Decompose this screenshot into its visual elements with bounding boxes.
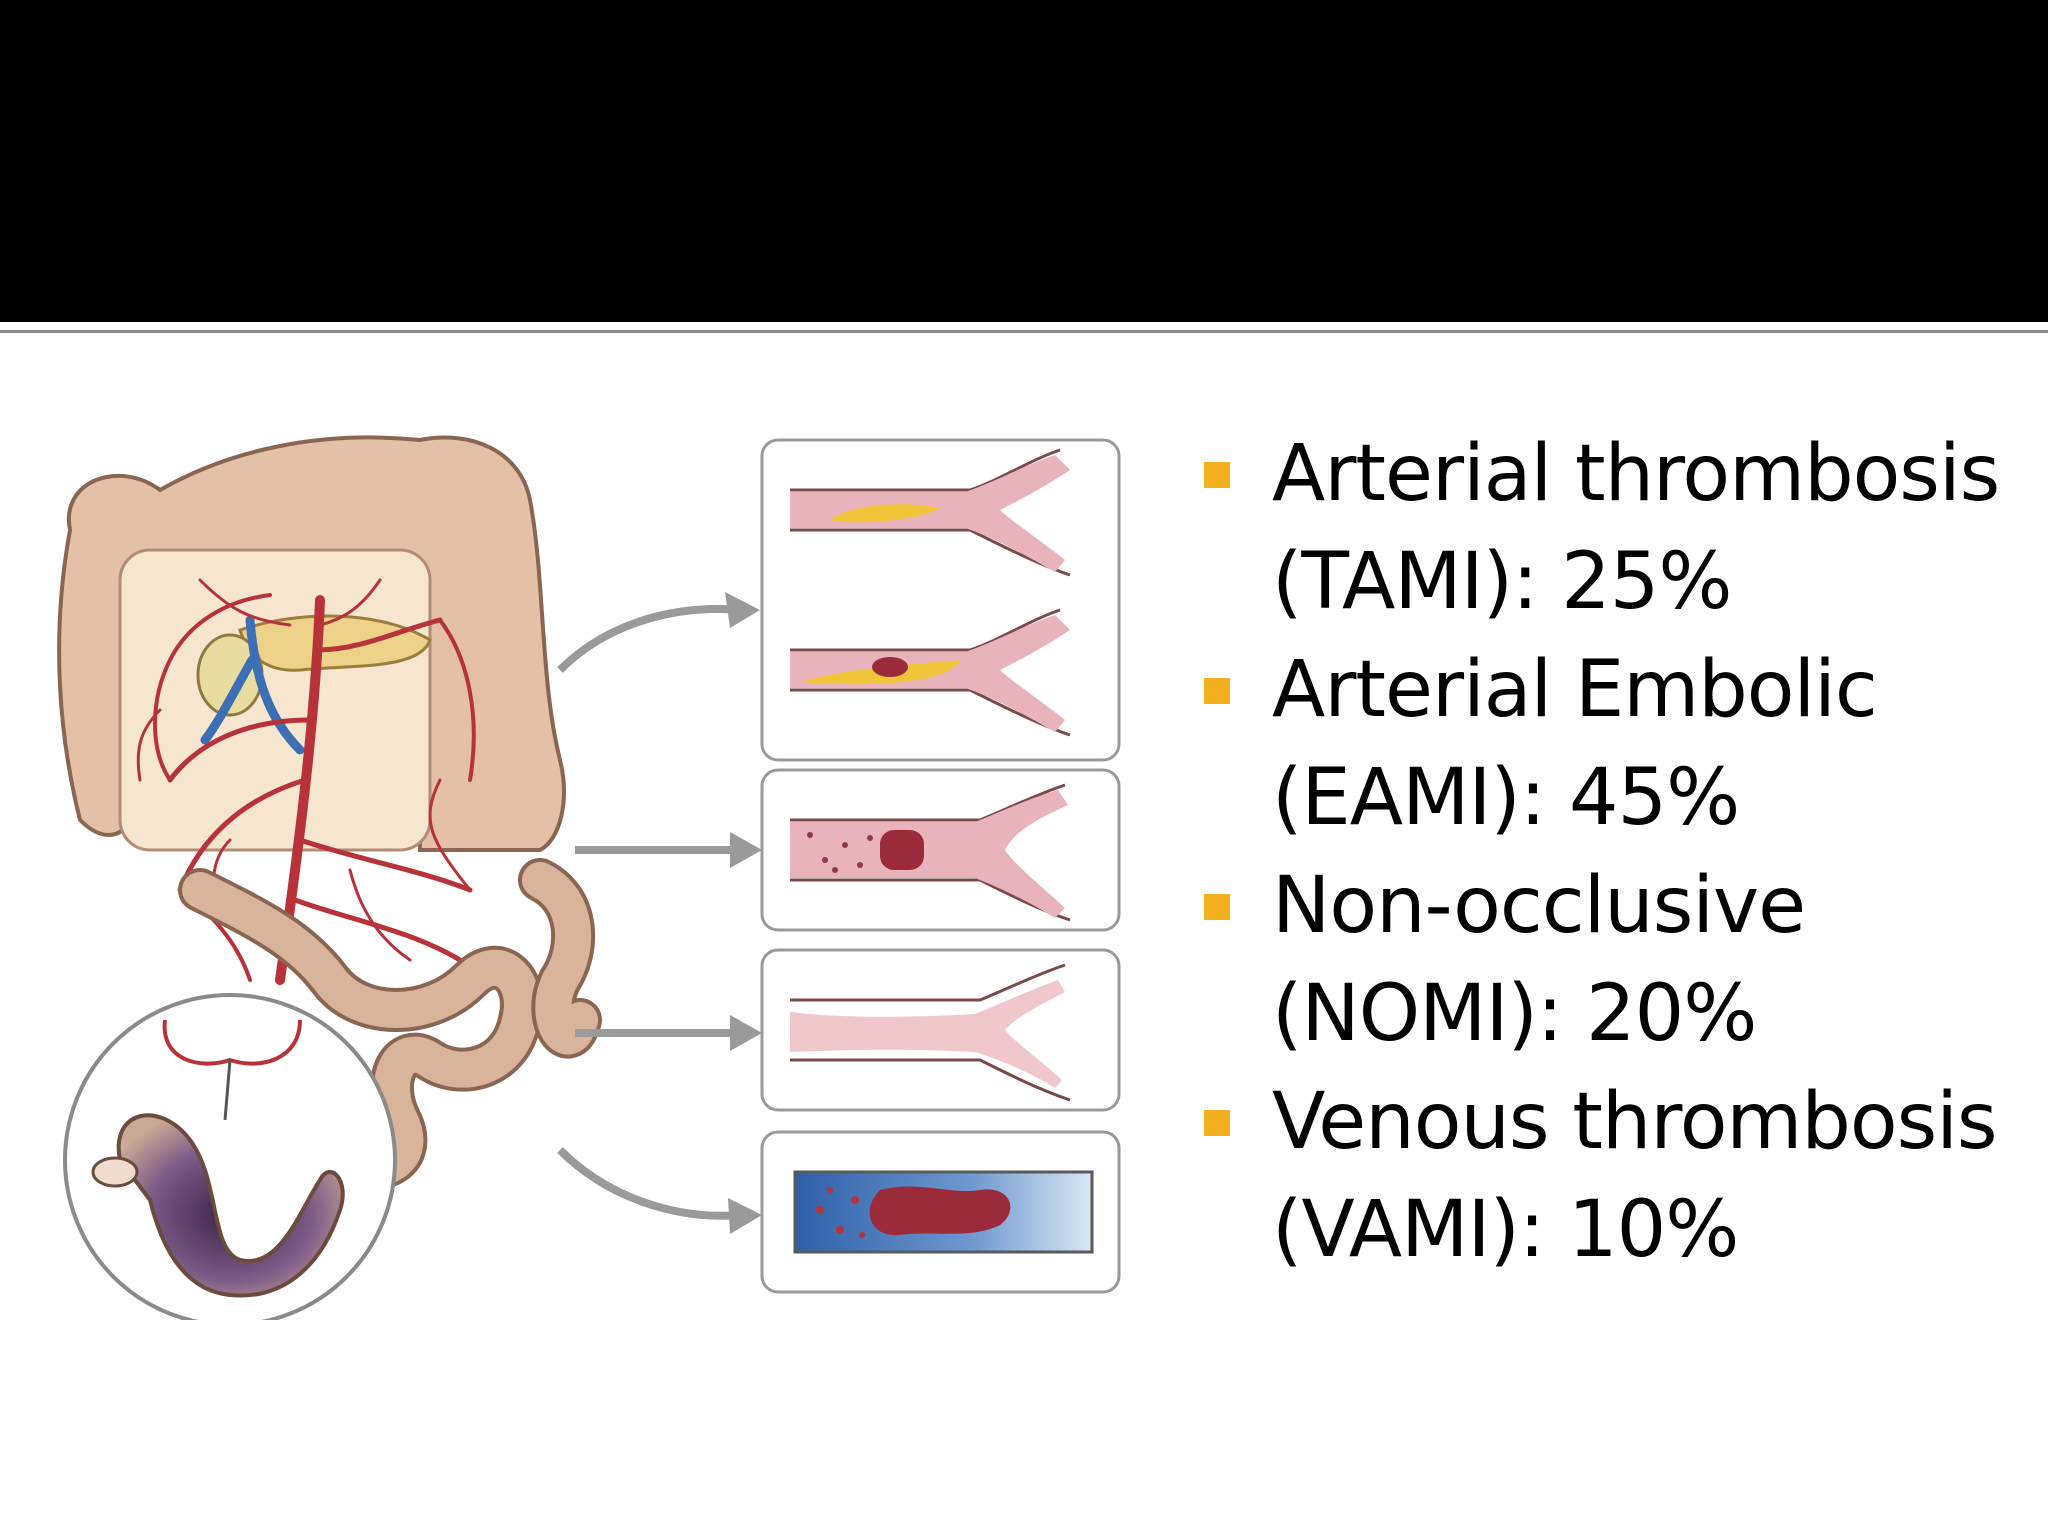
mesenteric-vein	[200, 615, 305, 755]
bullet-marker	[1204, 1110, 1230, 1136]
pancreas	[196, 614, 432, 717]
bullet-line-2: (EAMI): 45%	[1272, 753, 1740, 843]
list-item: Venous thrombosis (VAMI): 10%	[1196, 1068, 2036, 1284]
bullet-line-2: (VAMI): 10%	[1272, 1185, 1739, 1275]
list-item: Arterial thrombosis (TAMI): 25%	[1196, 420, 2036, 636]
bullet-line-2: (NOMI): 20%	[1272, 969, 1757, 1059]
bullet-line-2: (TAMI): 25%	[1272, 537, 1733, 627]
small-bowel-loops	[178, 858, 602, 1190]
ischemia-types-list: Arterial thrombosis (TAMI): 25% Arterial…	[1196, 420, 2036, 1284]
panel-arterial-embolic	[760, 768, 1121, 932]
mesenteric-ischemia-illustration	[57, 435, 1121, 1320]
panel-non-occlusive	[760, 948, 1121, 1112]
bullet-marker	[1204, 894, 1230, 920]
panel-arterial-thrombosis	[760, 438, 1121, 762]
header-divider	[0, 330, 2048, 333]
pointer-arrows	[557, 605, 741, 1220]
bullet-line-1: Arterial Embolic	[1272, 645, 1878, 735]
bullet-line-1: Non-occlusive	[1272, 861, 1806, 951]
title-bar	[0, 0, 2048, 322]
list-item: Non-occlusive (NOMI): 20%	[1196, 852, 2036, 1068]
bullet-line-1: Arterial thrombosis	[1272, 429, 2000, 519]
bullet-marker	[1204, 462, 1230, 488]
ischemic-bowel-inset	[63, 993, 397, 1320]
panel-venous-thrombosis	[760, 1130, 1121, 1294]
bullet-line-1: Venous thrombosis	[1272, 1077, 1998, 1167]
list-item: Arterial Embolic (EAMI): 45%	[1196, 636, 2036, 852]
bullet-marker	[1204, 678, 1230, 704]
superior-mesenteric-artery	[136, 578, 476, 985]
